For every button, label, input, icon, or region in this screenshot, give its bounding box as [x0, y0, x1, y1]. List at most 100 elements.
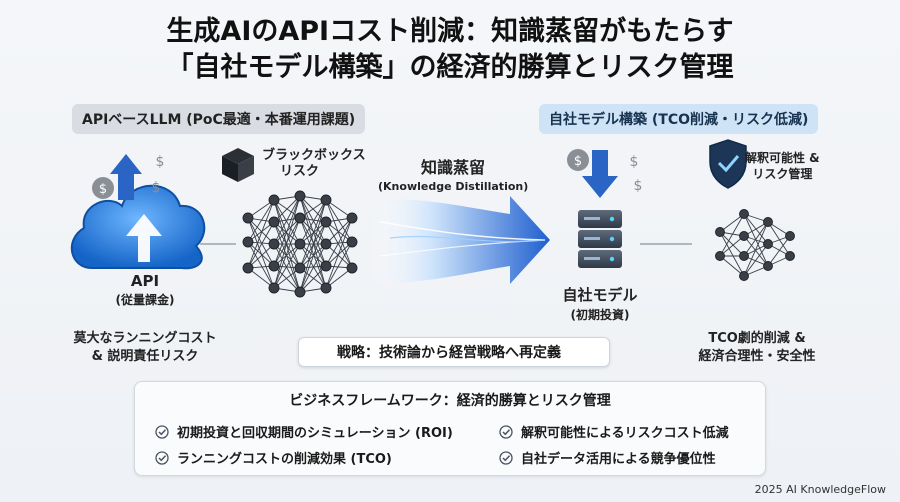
network-edge — [325, 199, 353, 243]
check-circle-icon — [499, 424, 513, 439]
framework-item: ランニングコストの削減効果 (TCO) — [155, 448, 392, 467]
cloud-icon — [70, 184, 206, 270]
network-node — [320, 216, 332, 228]
own-model-label: 自社モデル (初期投資) — [545, 284, 655, 323]
network-edge — [743, 243, 769, 277]
explain-label: 解釈可能性 & リスク管理 — [745, 150, 820, 182]
footer-credit: 2025 AI KnowledgeFlow — [754, 483, 886, 496]
framework-item-label: 初期投資と回収期間のシミュレーション (ROI) — [177, 426, 453, 441]
page-title: 生成AIのAPIコスト削減：知識蒸留がもたらす 「自社モデル構築」の経済的勝算と… — [0, 14, 900, 86]
network-edge — [299, 195, 327, 267]
title-line-1: 生成AIのAPIコスト削減：知識蒸留がもたらす — [166, 16, 734, 47]
network-edge — [299, 199, 327, 293]
network-node — [763, 239, 773, 249]
network-edge — [767, 221, 791, 237]
strategy-banner: 戦略：技術論から経営戦略へ再定義 — [298, 337, 610, 367]
network-edge — [299, 243, 327, 293]
network-edge — [273, 221, 301, 293]
network-edge — [299, 199, 327, 245]
network-edge — [325, 217, 353, 223]
network-edge — [247, 221, 275, 243]
network-edge — [273, 243, 301, 289]
api-label: API (従量課金) — [90, 272, 200, 308]
network-node — [294, 286, 306, 298]
network-edge — [719, 231, 745, 257]
network-edge — [273, 287, 301, 293]
network-node — [320, 282, 332, 294]
network-edge — [273, 265, 301, 293]
network-edge — [767, 221, 791, 257]
distillation-arrow-icon — [370, 196, 550, 284]
network-edge — [325, 217, 353, 267]
network-node — [242, 212, 254, 224]
network-edge — [325, 241, 353, 245]
network-node — [346, 212, 358, 224]
cost-down-arrow-icon: $ $ $ — [567, 149, 642, 198]
explain-line2: リスク管理 — [752, 167, 813, 181]
network-edge — [247, 241, 275, 267]
network-node — [268, 216, 280, 228]
svg-text:$: $ — [574, 154, 582, 169]
network-node — [320, 194, 332, 206]
api-desc-line2: & 説明責任リスク — [91, 349, 199, 364]
network-edge — [247, 241, 275, 245]
network-node — [785, 251, 795, 261]
network-node — [346, 236, 358, 248]
network-edge — [299, 195, 327, 223]
network-edge — [273, 195, 301, 267]
check-circle-icon — [155, 424, 169, 439]
svg-text:$: $ — [156, 154, 165, 170]
network-edge — [719, 231, 745, 277]
tco-description: TCO劇的削減 & 経済合理性・安全性 — [672, 330, 842, 366]
network-edge — [743, 235, 769, 245]
network-edge — [299, 199, 327, 269]
strategy-text: 戦略：技術論から経営戦略へ再定義 — [337, 345, 561, 361]
network-edge — [743, 235, 769, 267]
network-edge — [299, 265, 327, 293]
network-edge — [247, 199, 275, 243]
network-edge — [247, 199, 275, 219]
small-neural-network-icon — [715, 209, 795, 281]
network-edge — [273, 195, 301, 201]
network-edge — [299, 217, 327, 289]
network-edge — [325, 199, 353, 269]
network-edge — [273, 265, 301, 269]
network-edge — [325, 199, 353, 219]
network-edge — [719, 213, 745, 257]
network-node — [294, 190, 306, 202]
network-node — [320, 238, 332, 250]
svg-text:$: $ — [152, 180, 161, 196]
framework-item-label: ランニングコストの削減効果 (TCO) — [177, 452, 392, 467]
network-edge — [273, 195, 301, 245]
own-model-title: 自社モデル — [562, 286, 638, 304]
check-circle-icon — [499, 450, 513, 465]
framework-item: 解釈可能性によるリスクコスト低減 — [499, 422, 729, 441]
network-edge — [273, 243, 301, 293]
api-description: 莫大なランニングコスト & 説明責任リスク — [60, 330, 230, 366]
network-edge — [743, 221, 769, 237]
network-edge — [273, 199, 301, 269]
network-edge — [273, 243, 301, 269]
network-node — [715, 227, 725, 237]
network-node — [763, 217, 773, 227]
network-edge — [299, 199, 327, 219]
explain-line1: 解釈可能性 & — [745, 151, 820, 165]
network-edge — [299, 265, 327, 269]
api-title: API — [130, 272, 160, 290]
server-icon — [578, 210, 622, 268]
blackbox-line1: ブラックボックス — [262, 148, 366, 163]
network-edge — [299, 217, 327, 245]
api-desc-line1: 莫大なランニングコスト — [73, 331, 217, 346]
network-node — [268, 238, 280, 250]
network-edge — [273, 195, 301, 223]
network-edge — [299, 221, 327, 245]
framework-box: ビジネスフレームワーク：経済的勝算とリスク管理 初期投資と回収期間のシミュレーシ… — [134, 381, 766, 476]
distill-label: 知識蒸留 (Knowledge Distillation) — [378, 154, 528, 193]
network-edge — [273, 217, 301, 223]
network-edge — [299, 287, 327, 293]
network-edge — [247, 217, 275, 245]
network-node — [739, 271, 749, 281]
network-node — [268, 260, 280, 272]
network-edge — [743, 255, 769, 267]
own-model-pill: 自社モデル構築 (TCO削減・リスク低減) — [539, 104, 819, 134]
